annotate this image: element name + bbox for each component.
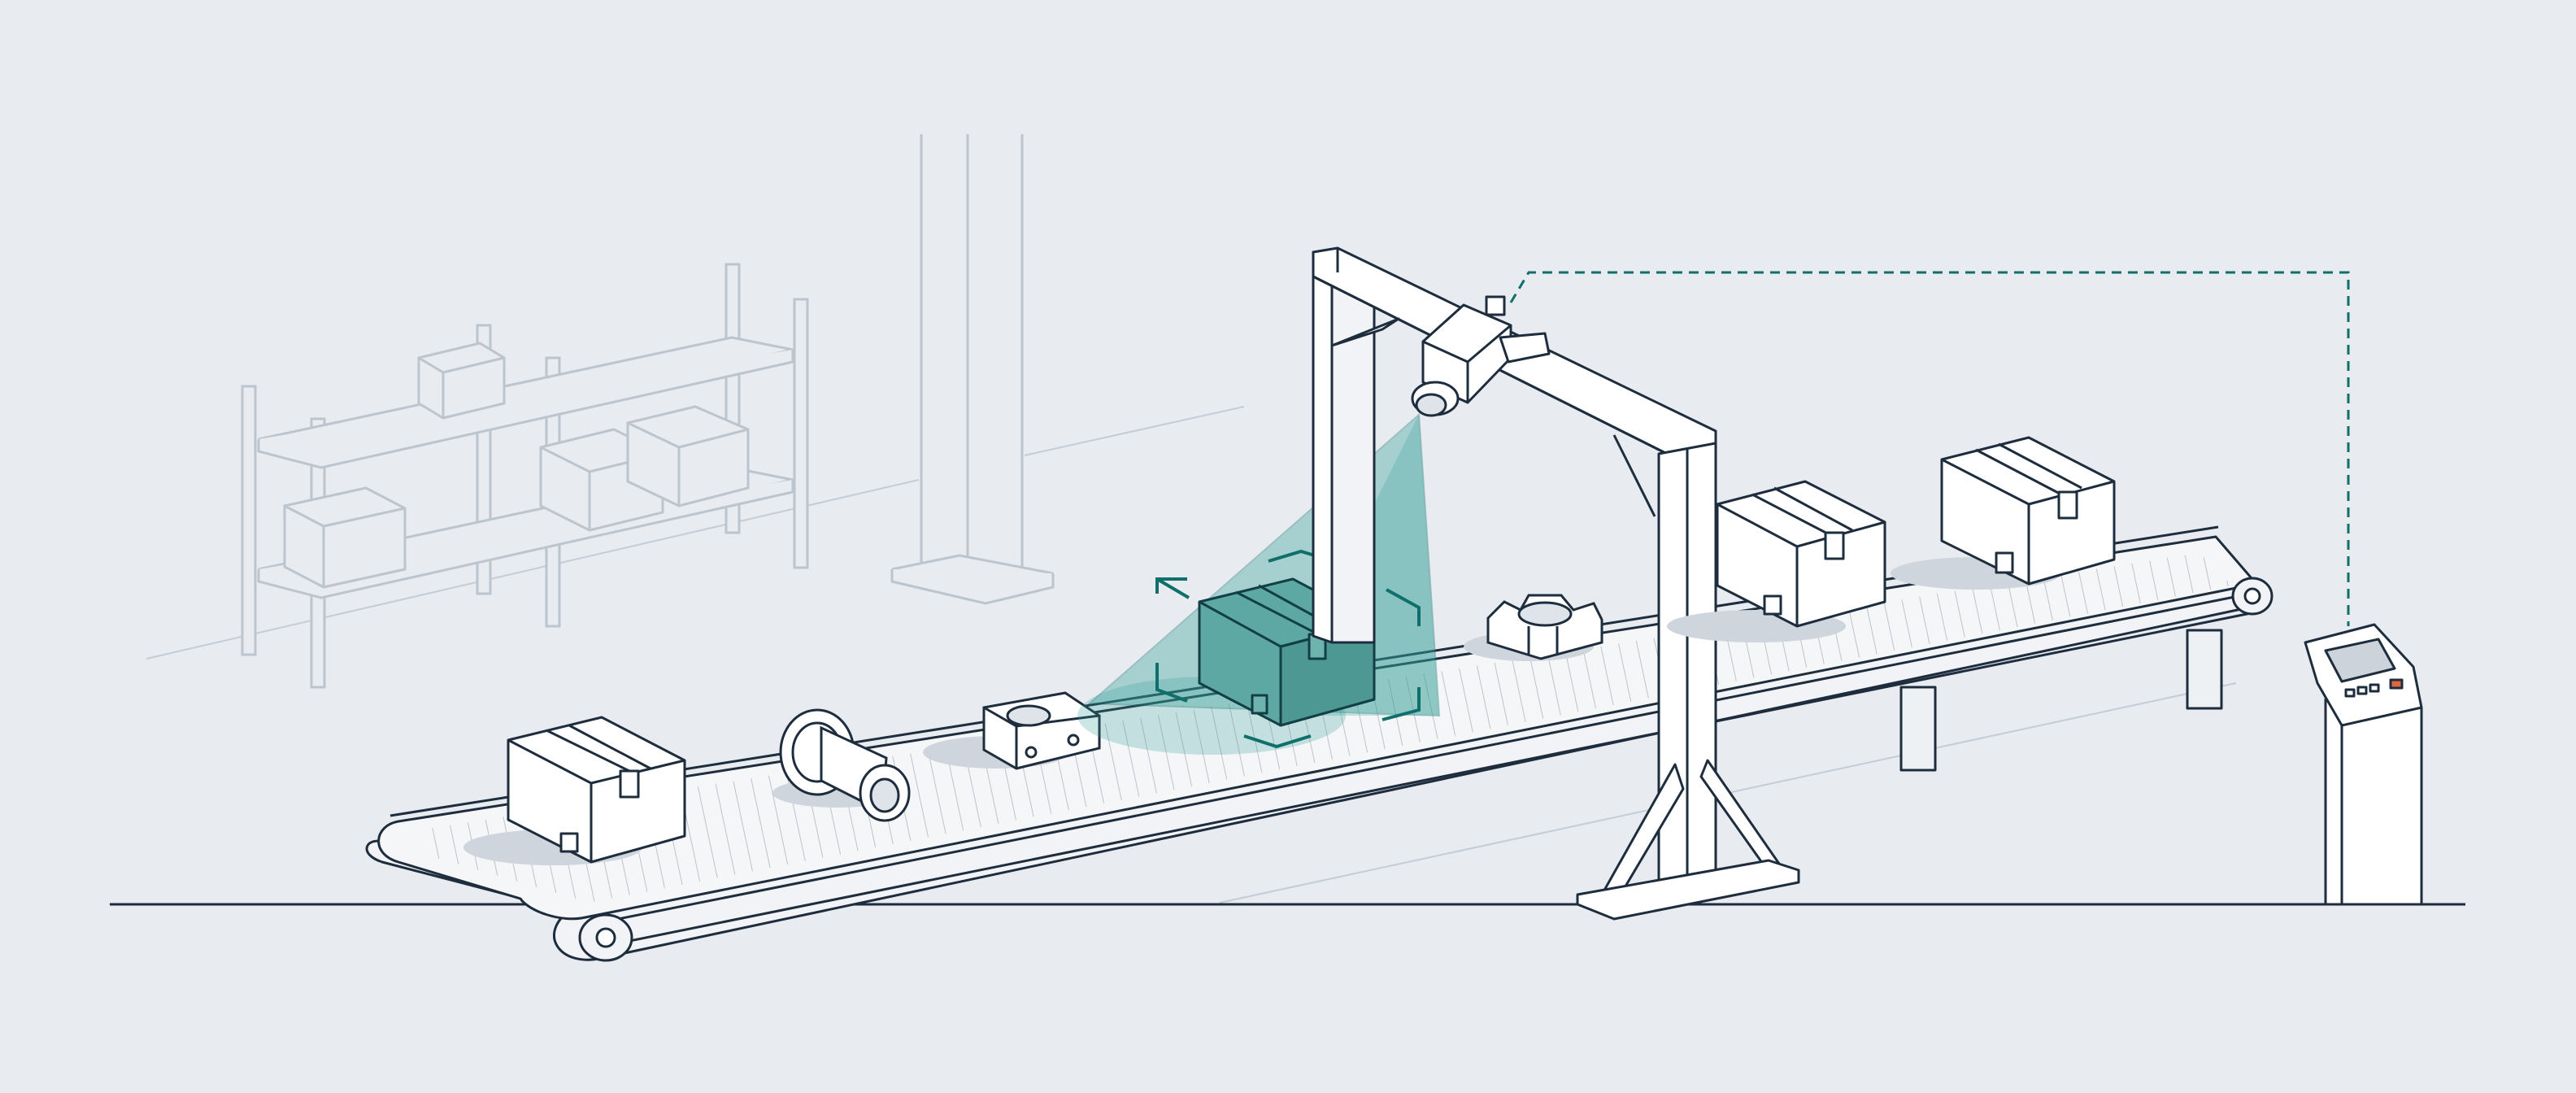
conveyor-box bbox=[1891, 436, 2116, 590]
background-column bbox=[890, 134, 1055, 605]
conveyor-leg bbox=[1899, 629, 2223, 772]
gantry-back-leg bbox=[1312, 250, 1334, 644]
alarm-button[interactable] bbox=[2389, 678, 2404, 690]
control-key[interactable] bbox=[2344, 688, 2356, 698]
clamp-bracket bbox=[923, 691, 1101, 770]
end-roller-front bbox=[578, 913, 633, 962]
pipe-fitting bbox=[772, 708, 911, 822]
shelf-box bbox=[626, 405, 750, 507]
control-panel bbox=[2304, 623, 2423, 906]
control-key[interactable] bbox=[2356, 686, 2368, 695]
control-key[interactable] bbox=[2369, 683, 2380, 693]
gantry-base bbox=[1576, 859, 1800, 921]
shelf-box bbox=[417, 342, 506, 420]
data-link bbox=[1509, 271, 2350, 626]
conveyor-box bbox=[463, 716, 686, 865]
clamp-bracket bbox=[1464, 594, 1603, 661]
background-shelving bbox=[241, 263, 809, 689]
target-brackets bbox=[1155, 549, 1421, 749]
vision-camera bbox=[1411, 295, 1551, 417]
conveyor-box bbox=[1667, 480, 1886, 642]
end-roller-back bbox=[2231, 577, 2274, 616]
background bbox=[110, 134, 2465, 906]
control-screen[interactable] bbox=[2324, 638, 2396, 683]
shelf-box bbox=[283, 486, 407, 589]
